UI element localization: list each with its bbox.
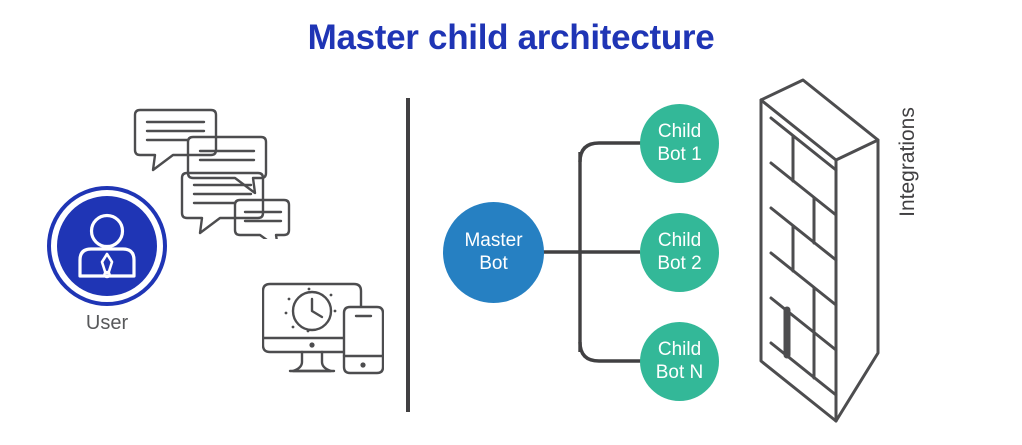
connector-lines bbox=[538, 141, 642, 363]
node-child-bot-2-line2: Bot 2 bbox=[657, 252, 702, 274]
integrations-label: Integrations bbox=[896, 107, 919, 217]
master-child-diagram: Master Bot Child Bot 1 Child Bot 2 Child… bbox=[432, 90, 752, 420]
chat-bubbles-icon bbox=[131, 104, 291, 250]
node-child-bot-1-line2: Bot 1 bbox=[657, 143, 702, 165]
page-title: Master child architecture bbox=[307, 18, 715, 57]
node-child-bot-n-line2: Bot N bbox=[655, 361, 704, 383]
bookshelf-icon bbox=[757, 78, 882, 423]
node-master-bot-line1: Master bbox=[464, 229, 523, 251]
vertical-divider bbox=[406, 98, 410, 412]
user-label: User bbox=[85, 312, 129, 334]
node-master-bot[interactable]: Master Bot bbox=[443, 202, 544, 303]
node-master-bot-line2: Bot bbox=[479, 252, 508, 274]
node-child-bot-n[interactable]: Child Bot N bbox=[640, 322, 719, 401]
node-child-bot-n-line1: Child bbox=[657, 338, 702, 360]
user-avatar-icon bbox=[47, 186, 167, 306]
node-child-bot-1-line1: Child bbox=[657, 120, 702, 142]
monitor-and-phone-icon bbox=[261, 280, 385, 380]
node-child-bot-2-line1: Child bbox=[657, 229, 702, 251]
node-child-bot-1[interactable]: Child Bot 1 bbox=[640, 104, 719, 183]
node-child-bot-2[interactable]: Child Bot 2 bbox=[640, 213, 719, 292]
